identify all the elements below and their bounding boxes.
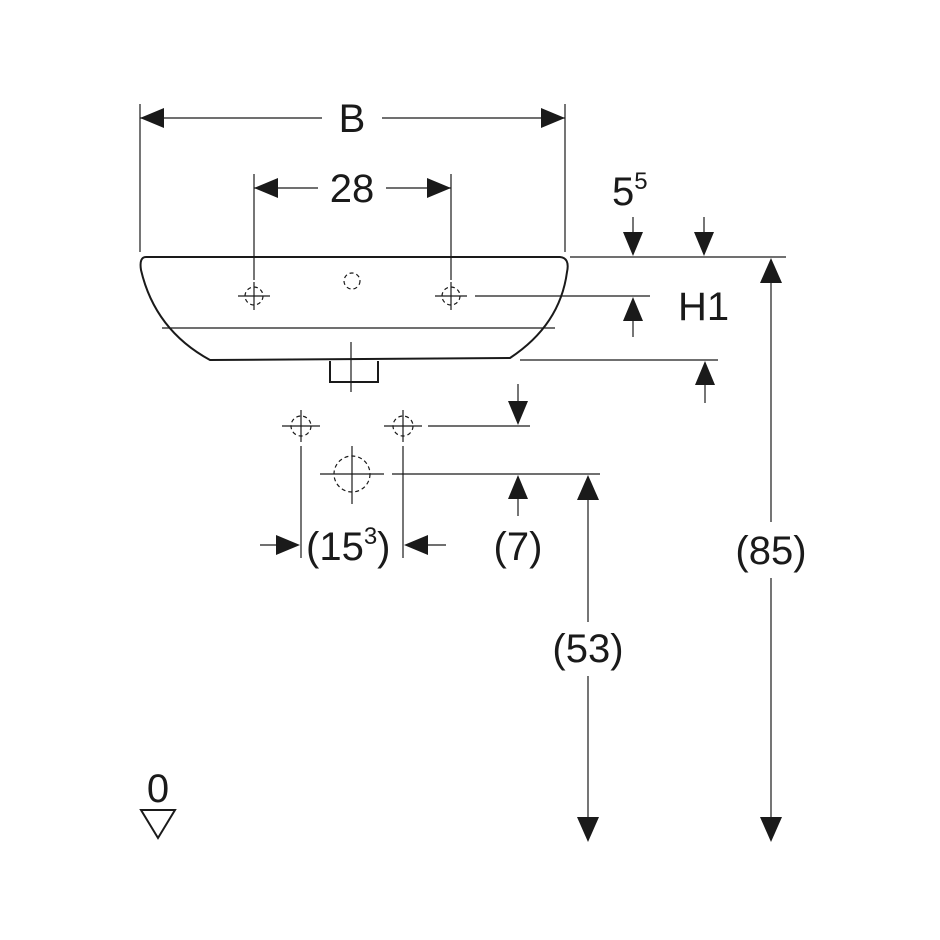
supply-right-icon	[384, 410, 422, 442]
dimension-b	[139, 104, 566, 252]
tap-hole-right-icon	[435, 282, 467, 310]
label-supply-spacing: (153)	[306, 523, 391, 569]
label-drain-height: (53)	[552, 627, 623, 671]
floor-level-triangle-icon	[139, 809, 177, 840]
drain-connection-icon	[320, 446, 384, 504]
dimension-rim-height	[760, 258, 782, 842]
label-width-b: B	[339, 97, 366, 141]
label-rim-height: (85)	[735, 529, 806, 573]
dimension-drain-height	[577, 475, 599, 842]
label-tap-spacing: 28	[330, 167, 375, 211]
overflow-hole-icon	[343, 272, 361, 290]
supply-left-icon	[282, 410, 320, 442]
dimension-h1	[475, 295, 718, 403]
dimension-supply-spacing	[260, 446, 446, 558]
label-floor-level: 0	[147, 767, 169, 811]
basin-outline	[139, 256, 569, 392]
label-h1: H1	[678, 285, 729, 329]
label-top-offset: 55	[612, 168, 648, 214]
dimension-top-offset	[570, 217, 786, 258]
dimension-drain-offset	[392, 384, 600, 516]
label-drain-offset: (7)	[494, 525, 543, 569]
tap-hole-left-icon	[238, 282, 270, 310]
dimension-tap-spacing	[253, 174, 452, 280]
